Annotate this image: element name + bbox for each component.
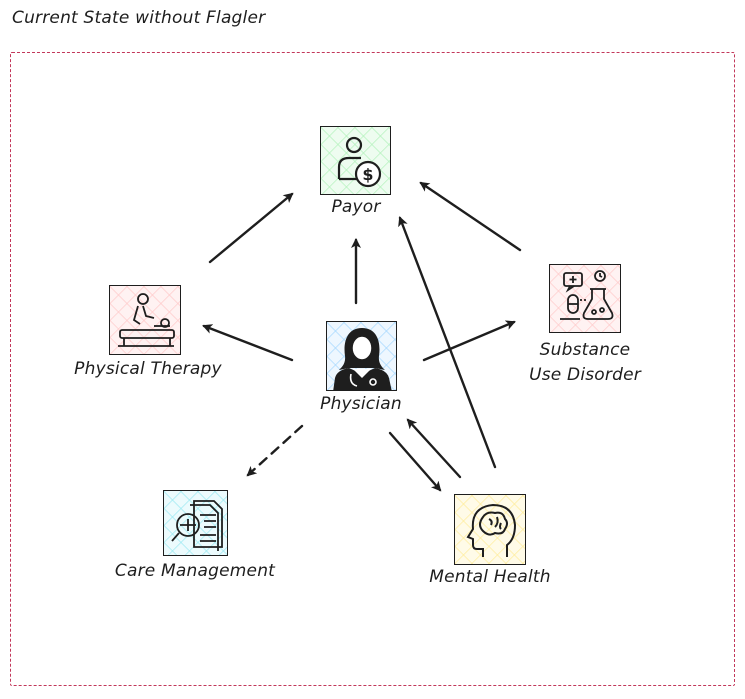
diagram-frame <box>10 52 735 686</box>
edge-mental-health-to-payor <box>398 216 497 469</box>
edge-physician-to-physical-therapy <box>202 324 294 362</box>
payor-label: Payor <box>331 197 381 217</box>
physical-therapy-icon <box>110 286 180 354</box>
physical-therapy-label: Physical Therapy <box>74 359 222 379</box>
edge-substance-use-to-payor <box>419 181 522 252</box>
edge-physician-to-mental-health <box>388 431 442 492</box>
edge-physician-to-care-management <box>246 424 304 477</box>
mental-health-node[interactable] <box>454 494 526 565</box>
payor-person-dollar-icon: $ <box>321 127 390 194</box>
payor-node[interactable]: $ <box>320 126 391 195</box>
substance-use-label-line1: Substance <box>539 340 631 360</box>
brain-head-icon <box>455 495 525 564</box>
edge-mental-health-to-physician <box>406 418 462 479</box>
lab-flask-icon <box>550 265 620 332</box>
diagram-title: Current State without Flagler <box>12 8 266 28</box>
documents-magnifier-icon <box>164 491 227 555</box>
substance-use-label-line2: Use Disorder <box>529 365 641 385</box>
edge-physician-to-substance-use <box>422 320 516 362</box>
mental-health-label: Mental Health <box>429 567 551 587</box>
physical-therapy-node[interactable] <box>109 285 181 355</box>
substance-use-disorder-node[interactable] <box>549 264 621 333</box>
edge-physical-therapy-to-payor <box>208 192 294 264</box>
care-management-node[interactable] <box>163 490 228 556</box>
physician-node[interactable] <box>326 321 397 391</box>
svg-text:$: $ <box>362 165 373 184</box>
care-management-label: Care Management <box>114 561 276 581</box>
physician-icon <box>327 322 396 390</box>
physician-label: Physician <box>320 394 402 414</box>
